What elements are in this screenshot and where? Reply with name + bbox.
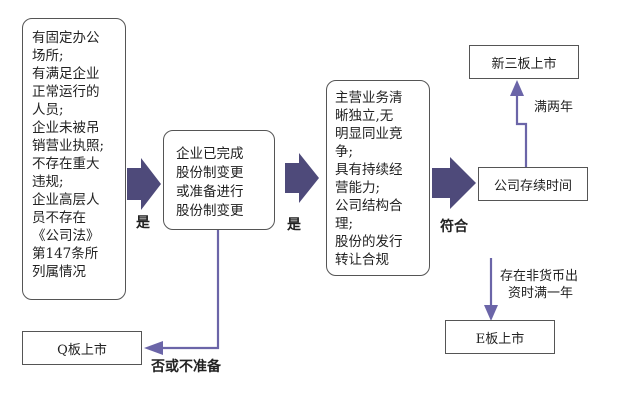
conditions-line: 企业未被吊 <box>32 120 100 136</box>
arrow-conditions-to-shareholding <box>127 158 161 210</box>
q-board-box: Q板上市 <box>22 331 142 365</box>
shareholding-line: 企业已完成 <box>176 146 244 162</box>
label-no-or-not-ready: 否或不准备 <box>151 359 221 375</box>
business-line: 争; <box>335 144 354 160</box>
note-non-monetary-2: 资时满一年 <box>508 286 574 301</box>
conditions-line: 列属情况 <box>32 264 86 280</box>
conditions-line: 第147条所 <box>32 246 99 262</box>
conditions-line: 企业高层人 <box>32 192 100 208</box>
shareholding-line: 股份制变更 <box>176 203 244 219</box>
business-line: 具有持续经 <box>335 162 403 178</box>
duration-box: 公司存续时间 <box>478 167 588 201</box>
label-yes-2: 是 <box>287 217 301 233</box>
arrowhead-e-board <box>484 305 498 321</box>
line-duration-to-neeq <box>515 95 528 168</box>
business-box: 主营业务清 晰独立,无 明显同业竞 争; 具有持续经 营能力; 公司结构合 理;… <box>326 80 430 276</box>
arrow-business-to-duration <box>432 157 476 209</box>
label-yes-1: 是 <box>136 215 150 231</box>
arrowhead-neeq <box>510 80 524 96</box>
business-line: 转让合规 <box>335 252 389 268</box>
conditions-line: 人员; <box>32 102 64 118</box>
conditions-line: 不存在重大 <box>32 156 100 172</box>
conditions-line: 场所; <box>32 48 64 64</box>
arrow-shareholding-to-business <box>285 153 319 203</box>
shareholding-line: 股份制变更 <box>176 165 244 181</box>
line-shareholding-to-q-board <box>163 228 220 350</box>
neeq-box: 新三板上市 <box>469 45 579 79</box>
conditions-line: 《公司法》 <box>32 228 100 244</box>
business-line: 公司结构合 <box>335 198 403 214</box>
conditions-line: 销营业执照; <box>32 138 105 154</box>
e-board-box: E板上市 <box>445 320 555 354</box>
note-non-monetary-1: 存在非货币出 <box>500 269 579 284</box>
shareholding-box: 企业已完成 股份制变更 或准备进行 股份制变更 <box>163 130 275 230</box>
business-line: 主营业务清 <box>335 90 403 106</box>
conditions-box: 有固定办公 场所; 有满足企业 正常运行的 人员; 企业未被吊 销营业执照; 不… <box>22 18 126 300</box>
conditions-line: 员不存在 <box>32 210 86 226</box>
conditions-line: 违规; <box>32 174 64 190</box>
label-meets: 符合 <box>440 219 468 235</box>
business-line: 股份的发行 <box>335 234 403 250</box>
business-line: 晰独立,无 <box>335 108 394 124</box>
note-full-two-years: 满两年 <box>534 100 574 115</box>
arrowhead-q-board <box>144 341 163 355</box>
business-line: 理; <box>335 216 354 232</box>
business-line: 营能力; <box>335 180 381 196</box>
conditions-line: 有满足企业 <box>32 66 100 82</box>
conditions-line: 正常运行的 <box>32 84 100 100</box>
business-line: 明显同业竞 <box>335 126 403 142</box>
shareholding-line: 或准备进行 <box>176 184 244 200</box>
conditions-line: 有固定办公 <box>32 30 100 46</box>
